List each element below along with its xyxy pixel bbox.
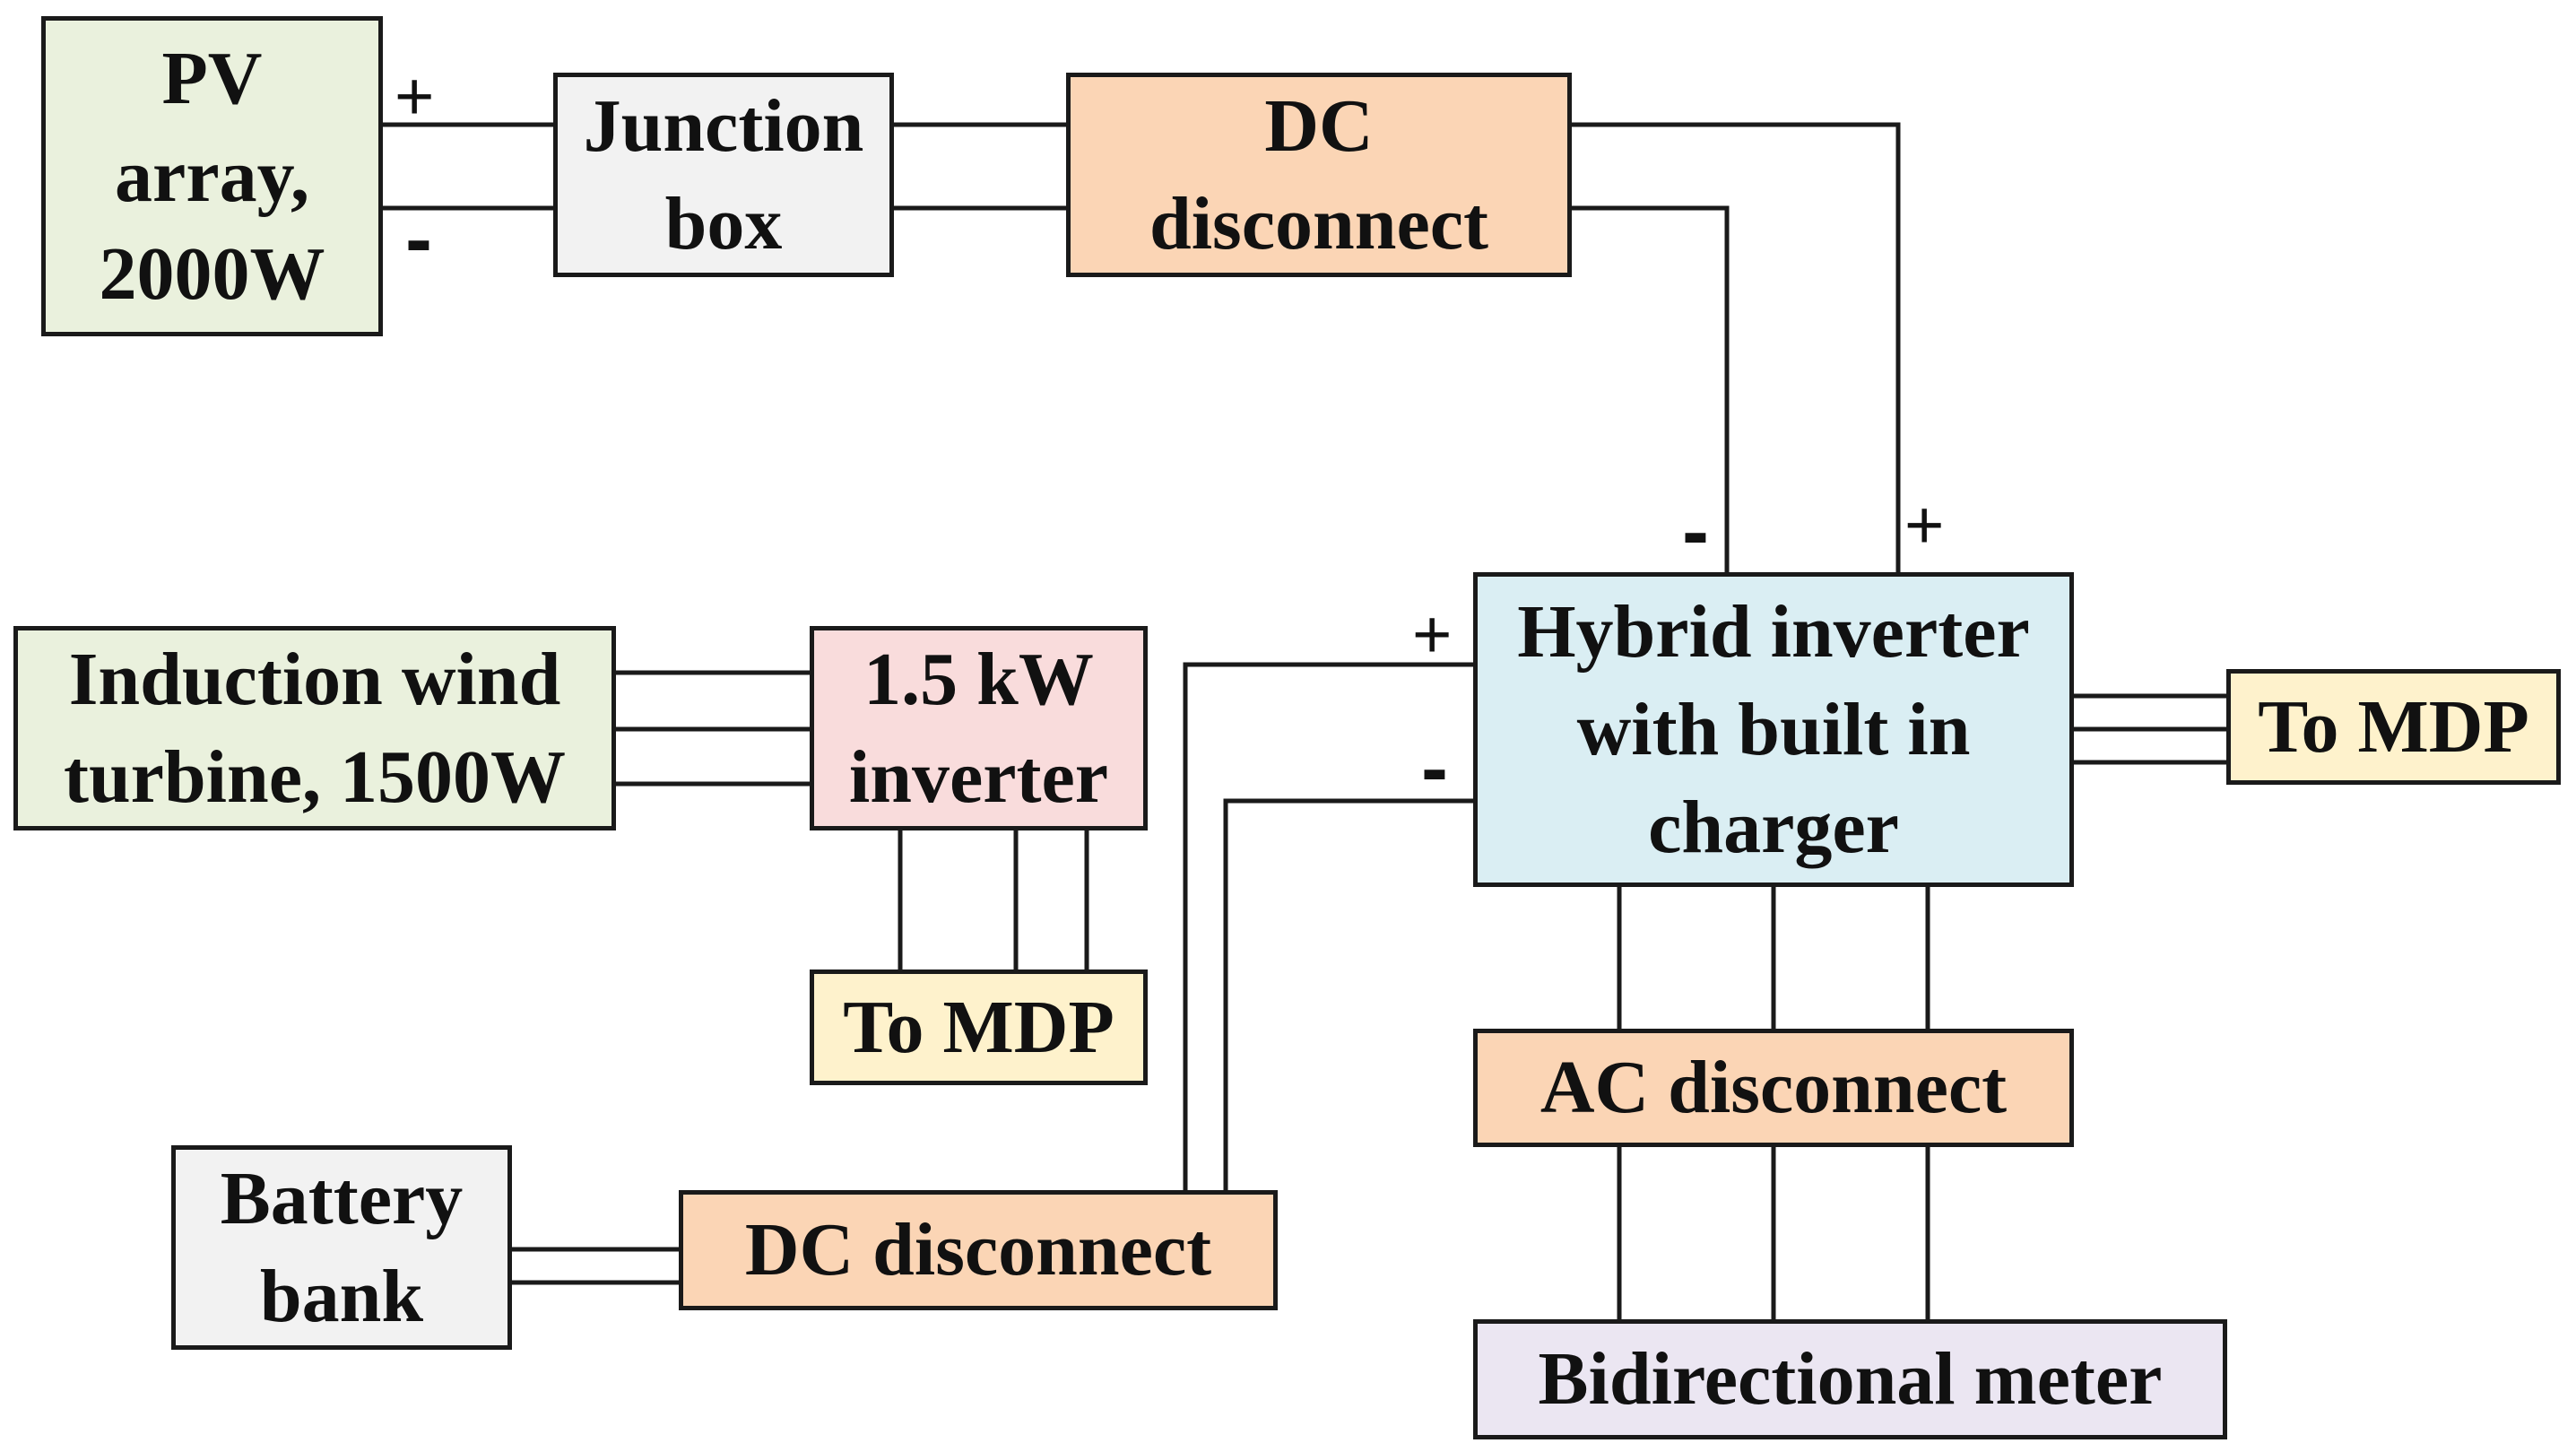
to-mdp-hybrid-label: To MDP bbox=[2258, 684, 2529, 769]
dc-disconnect-pv-block: DC disconnect bbox=[1066, 73, 1572, 277]
to-mdp-hybrid-block: To MDP bbox=[2226, 669, 2561, 785]
dc-disconnect-battery-block: DC disconnect bbox=[679, 1190, 1278, 1310]
hybrid-inverter-block: Hybrid inverter with built in charger bbox=[1473, 572, 2074, 887]
dc-disconnect-pv-line-2: disconnect bbox=[1149, 182, 1488, 265]
bidirectional-meter-label: Bidirectional meter bbox=[1538, 1337, 2163, 1422]
junction-box-block: Junction box bbox=[553, 73, 894, 277]
battery-bank-block: Battery bank bbox=[171, 1145, 512, 1350]
pv-array-line-3: 2000W bbox=[99, 232, 325, 317]
pv-minus-sign: - bbox=[405, 195, 432, 284]
wire-dc-hybrid-minus bbox=[1569, 205, 1730, 575]
wind-inverter-line-2: inverter bbox=[848, 735, 1109, 819]
pv-plus-sign: + bbox=[395, 58, 435, 135]
ac-disconnect-label: AC disconnect bbox=[1540, 1046, 2008, 1130]
junction-box-line-1: Junction bbox=[583, 83, 864, 168]
wind-turbine-block: Induction wind turbine, 1500W bbox=[13, 626, 616, 830]
pv-array-block: PV array, 2000W bbox=[41, 16, 383, 336]
to-mdp-wind-block: To MDP bbox=[810, 969, 1148, 1085]
battery-bank-line-2: bank bbox=[259, 1255, 424, 1338]
wind-inverter-line-1: 1.5 kW bbox=[863, 637, 1094, 721]
battery-bank-line-1: Battery bbox=[220, 1156, 464, 1240]
hybrid-top-minus-sign: - bbox=[1682, 487, 1709, 577]
wind-turbine-line-1: Induction wind bbox=[68, 637, 561, 721]
hybrid-left-minus-sign: - bbox=[1421, 724, 1448, 813]
ac-disconnect-block: AC disconnect bbox=[1473, 1029, 2074, 1147]
wire-battery-hybrid-minus bbox=[1223, 798, 1476, 1193]
pv-array-line-1: PV bbox=[161, 36, 263, 120]
dc-disconnect-pv-line-1: DC bbox=[1264, 83, 1374, 168]
wire-battery-hybrid-plus bbox=[1183, 662, 1476, 1193]
hybrid-inverter-line-2: with built in bbox=[1576, 687, 1971, 771]
pv-array-line-2: array, bbox=[115, 134, 309, 218]
bidirectional-meter-block: Bidirectional meter bbox=[1473, 1319, 2227, 1439]
junction-box-line-2: box bbox=[664, 182, 783, 265]
dc-disconnect-battery-label: DC disconnect bbox=[744, 1208, 1212, 1292]
to-mdp-wind-label: To MDP bbox=[843, 985, 1115, 1069]
wires bbox=[380, 122, 2229, 1322]
hybrid-inverter-line-3: charger bbox=[1648, 786, 1899, 870]
hybrid-inverter-line-1: Hybrid inverter bbox=[1517, 589, 2030, 674]
hybrid-left-plus-sign: + bbox=[1412, 596, 1453, 673]
wind-inverter-block: 1.5 kW inverter bbox=[810, 626, 1148, 830]
wire-dc-hybrid-plus bbox=[1569, 122, 1901, 575]
hybrid-top-plus-sign: + bbox=[1904, 487, 1945, 563]
wind-turbine-line-2: turbine, 1500W bbox=[63, 735, 567, 819]
